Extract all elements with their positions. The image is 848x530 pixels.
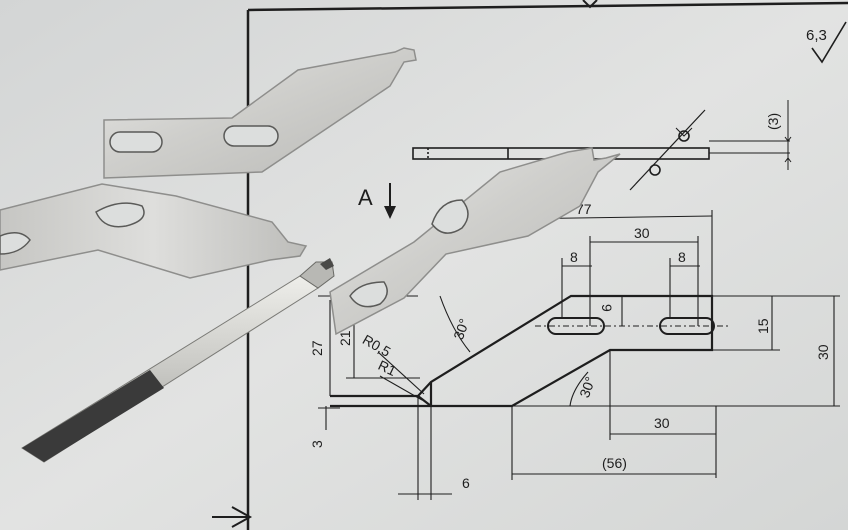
- slots: [535, 317, 728, 335]
- dim-left-height-27: 27: [309, 340, 325, 356]
- dimension-labels: 77 30 8 8 9 15 30 27 21 R0,5 R1 30° 30° …: [309, 113, 831, 491]
- dim-slot-spacing: 30: [634, 225, 650, 241]
- drawing-frame: [212, 0, 848, 530]
- marker-pen: [21, 258, 335, 463]
- dim-thickness: 3: [309, 440, 325, 448]
- dim-total-height: 30: [815, 344, 831, 360]
- dim-slot-width-right: 8: [678, 249, 686, 265]
- dim-slot-width-left: 8: [570, 249, 578, 265]
- metal-part-top: [103, 47, 417, 179]
- dim-left-height-21: 21: [337, 330, 353, 346]
- metal-part-center: [329, 147, 621, 336]
- dim-notch-width: 6: [462, 475, 470, 491]
- dim-radius-large: R1: [376, 357, 399, 379]
- side-view: [412, 100, 792, 191]
- dim-base-length: (56): [602, 455, 627, 471]
- metal-part-left: [0, 183, 308, 279]
- surface-finish-value: 6,3: [806, 27, 827, 44]
- surface-finish-mark: 6,3: [806, 21, 847, 64]
- dim-slot-offset: 9: [599, 304, 615, 312]
- dim-angle-top: 30°: [450, 316, 472, 341]
- view-label-a: A: [358, 185, 373, 210]
- view-arrow-a: A: [358, 183, 396, 219]
- dim-thickness-ref: (3): [765, 113, 781, 130]
- dim-bottom-length: 30: [654, 415, 670, 431]
- slot-left: [547, 317, 605, 335]
- dim-angle-bottom: 30°: [576, 374, 598, 399]
- dim-band-height: 15: [755, 318, 771, 334]
